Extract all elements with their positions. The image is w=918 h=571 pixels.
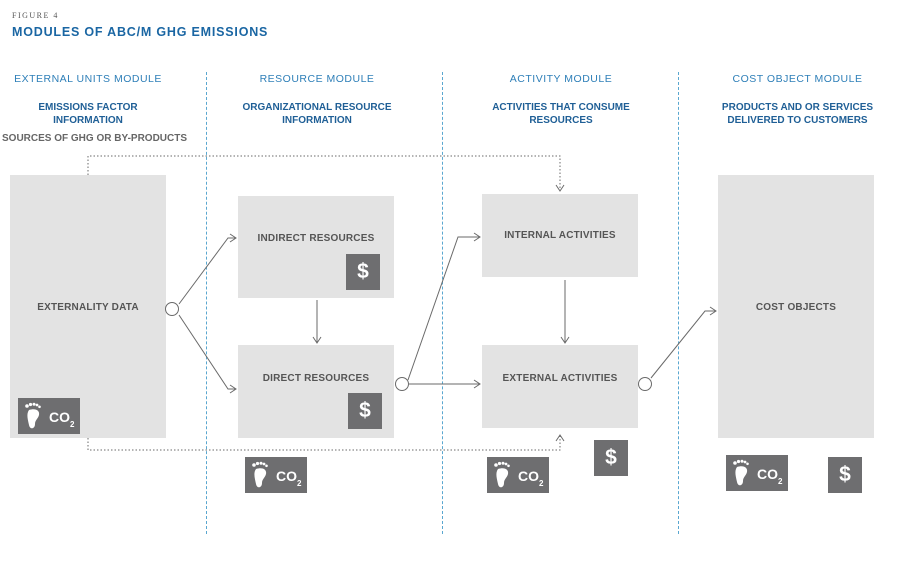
co2-text: CO: [49, 409, 70, 425]
dotted-feedback-bottom: [87, 436, 561, 451]
arrowhead: [312, 336, 322, 344]
node-circle: [395, 377, 409, 391]
co2-text: CO: [757, 466, 778, 482]
co2-footprint-icon: CO 2: [726, 455, 788, 491]
arrowhead: [709, 306, 717, 316]
column-heading-external-units: EXTERNAL UNITS MODULE: [14, 73, 162, 85]
co2-footprint-icon: CO 2: [487, 457, 549, 493]
dollar-icon: $: [348, 393, 382, 429]
footprint-icon: [494, 461, 510, 488]
column-subtitle-activity: ACTIVITIES THAT CONSUME RESOURCES: [492, 102, 630, 126]
co2-text: CO: [276, 468, 297, 484]
column-heading-activity: ACTIVITY MODULE: [509, 73, 613, 85]
footprint-icon: [25, 402, 41, 429]
column-heading-resource: RESOURCE MODULE: [259, 73, 375, 85]
connector-to-cost-objects: [650, 310, 716, 379]
indirect-resources-label: INDIRECT RESOURCES: [257, 233, 375, 244]
external-activities-box: EXTERNAL ACTIVITIES: [482, 345, 638, 428]
column-divider: [442, 72, 443, 534]
externality-data-label: EXTERNALITY DATA: [37, 302, 139, 313]
external-activities-label: EXTERNAL ACTIVITIES: [502, 373, 618, 384]
arrowhead: [560, 336, 570, 344]
arrowhead: [229, 233, 237, 243]
footprint-icon: [252, 461, 268, 488]
column-subtitle-external-units: EMISSIONS FACTOR INFORMATION: [38, 102, 138, 126]
co2-subscript: 2: [297, 479, 302, 488]
dollar-icon: $: [346, 254, 380, 290]
arrowhead: [555, 434, 565, 442]
dotted-feedback-top: [87, 155, 561, 190]
column-heading-cost-object: COST OBJECT MODULE: [732, 73, 863, 85]
column-subtitle-cost-object: PRODUCTS AND OR SERVICES DELIVERED TO CU…: [721, 102, 874, 126]
node-circle: [165, 302, 179, 316]
internal-activities-label: INTERNAL ACTIVITIES: [504, 230, 616, 241]
direct-resources-label: DIRECT RESOURCES: [262, 373, 370, 384]
co2-footprint-icon: CO 2: [18, 398, 80, 434]
co2-footprint-icon: CO 2: [245, 457, 307, 493]
co2-subscript: 2: [70, 420, 75, 429]
co2-subscript: 2: [539, 479, 544, 488]
column-subtitle-resource: ORGANIZATIONAL RESOURCE INFORMATION: [242, 102, 392, 126]
cost-objects-label: COST OBJECTS: [755, 302, 837, 313]
arrowhead: [229, 384, 237, 394]
column-divider: [678, 72, 679, 534]
arrowhead: [473, 379, 481, 389]
connector-to-direct: [178, 314, 236, 390]
cost-objects-box: COST OBJECTS: [718, 175, 874, 438]
figure-title: MODULES OF ABC/M GHG EMISSIONS: [12, 25, 269, 39]
dollar-icon: $: [828, 457, 862, 493]
connector-to-indirect: [178, 237, 236, 305]
arrowhead: [473, 232, 481, 242]
arrowhead: [555, 184, 565, 192]
connector-to-internal: [407, 236, 480, 381]
footprint-icon: [733, 459, 749, 486]
dollar-icon: $: [594, 440, 628, 476]
internal-activities-box: INTERNAL ACTIVITIES: [482, 194, 638, 277]
externality-data-box: EXTERNALITY DATA: [10, 175, 166, 438]
co2-text: CO: [518, 468, 539, 484]
column-divider: [206, 72, 207, 534]
co2-subscript: 2: [778, 477, 783, 486]
node-circle: [638, 377, 652, 391]
figure-label: FIGURE 4: [12, 11, 59, 20]
column-subtitle2-external-units: SOURCES OF GHG OR BY-PRODUCTS: [2, 133, 188, 144]
